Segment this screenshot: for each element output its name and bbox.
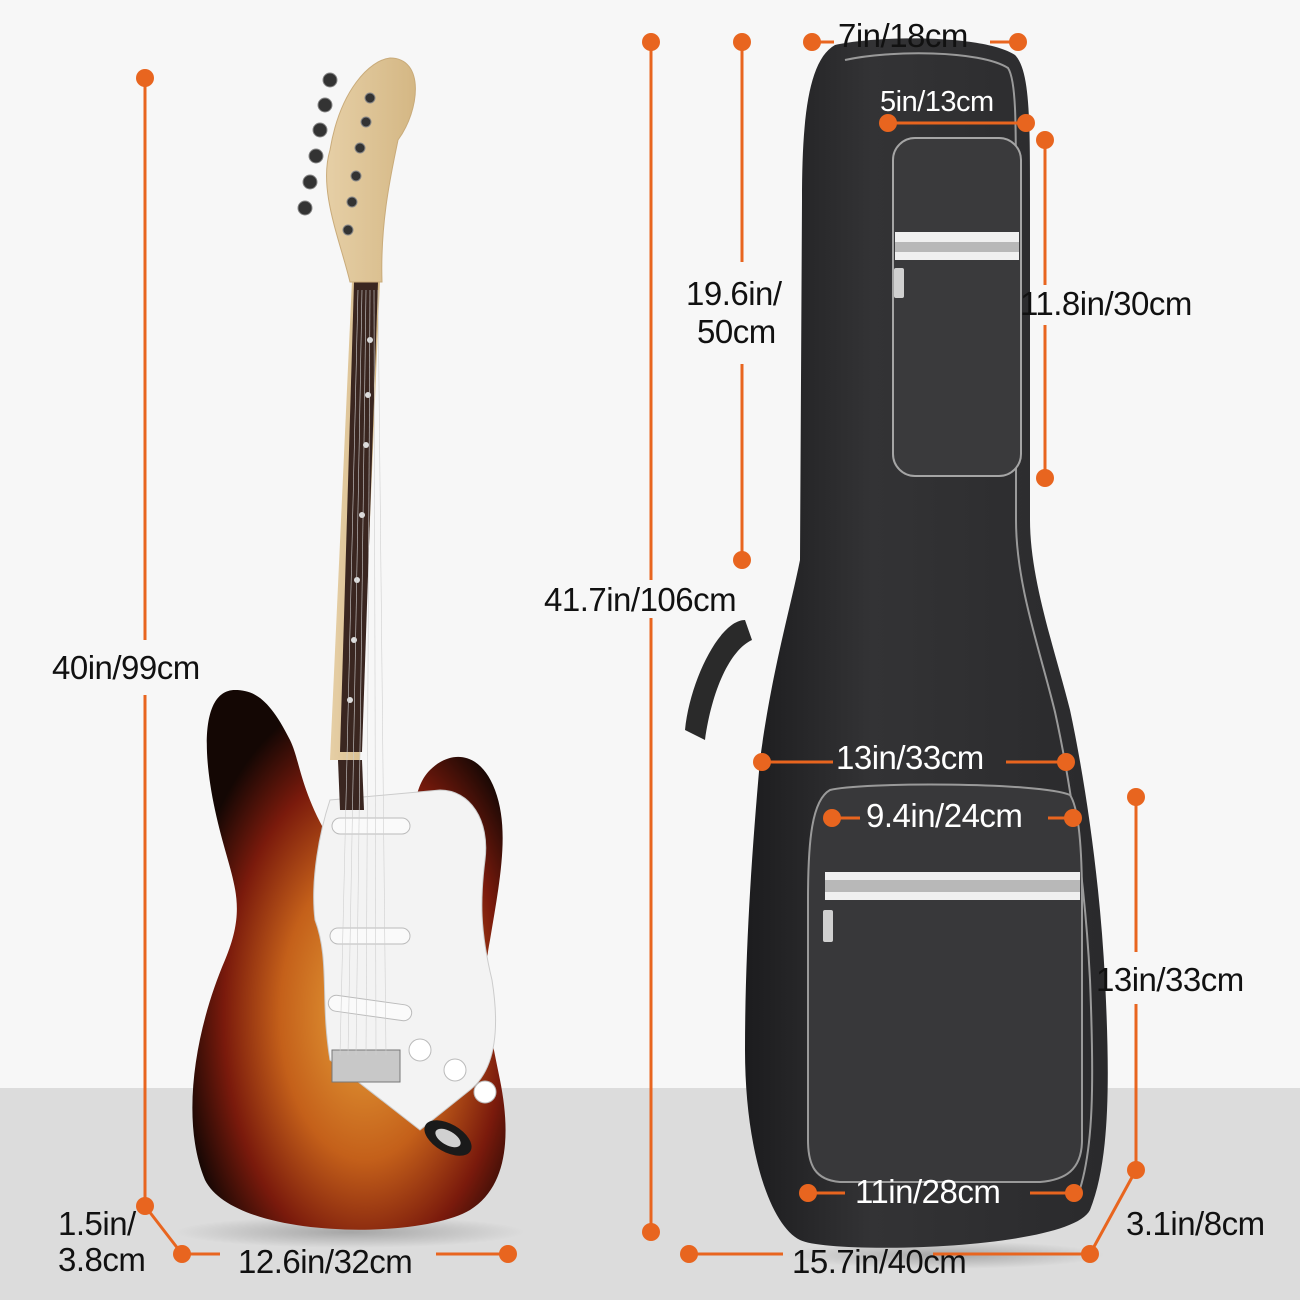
bag-bottom-width-label: 15.7in/40cm [792,1243,967,1280]
large-pocket-height-label: 13in/33cm [1096,961,1244,998]
large-pocket-width-label: 9.4in/24cm [866,797,1023,834]
gig-bag-illustration [685,38,1108,1269]
dimension-lines [143,40,1138,1256]
guitar-depth-label-line2: 3.8cm [58,1241,146,1278]
small-pocket-height-label: 11.8in/30cm [1020,285,1192,322]
guitar-length-label: 40in/99cm [52,649,200,686]
small-pocket-width-label: 5in/13cm [880,86,994,118]
guitar-illustration [175,57,525,1248]
lower-inner-width-label: 11in/28cm [855,1173,1001,1210]
dimension-endpoints [136,33,1145,1263]
bag-headstock-width-label: 7in/18cm [838,17,968,54]
bag-depth-label: 3.1in/8cm [1126,1205,1265,1242]
bag-length-label: 41.7in/106cm [544,581,737,618]
upper-bout-width-label: 13in/33cm [836,739,984,776]
guitar-depth-label-line1: 1.5in/ [58,1205,136,1242]
bag-neck-length-label-line2: 50cm [697,313,776,350]
bag-neck-length-label-line1: 19.6in/ [686,275,782,312]
guitar-width-label: 12.6in/32cm [238,1243,413,1280]
